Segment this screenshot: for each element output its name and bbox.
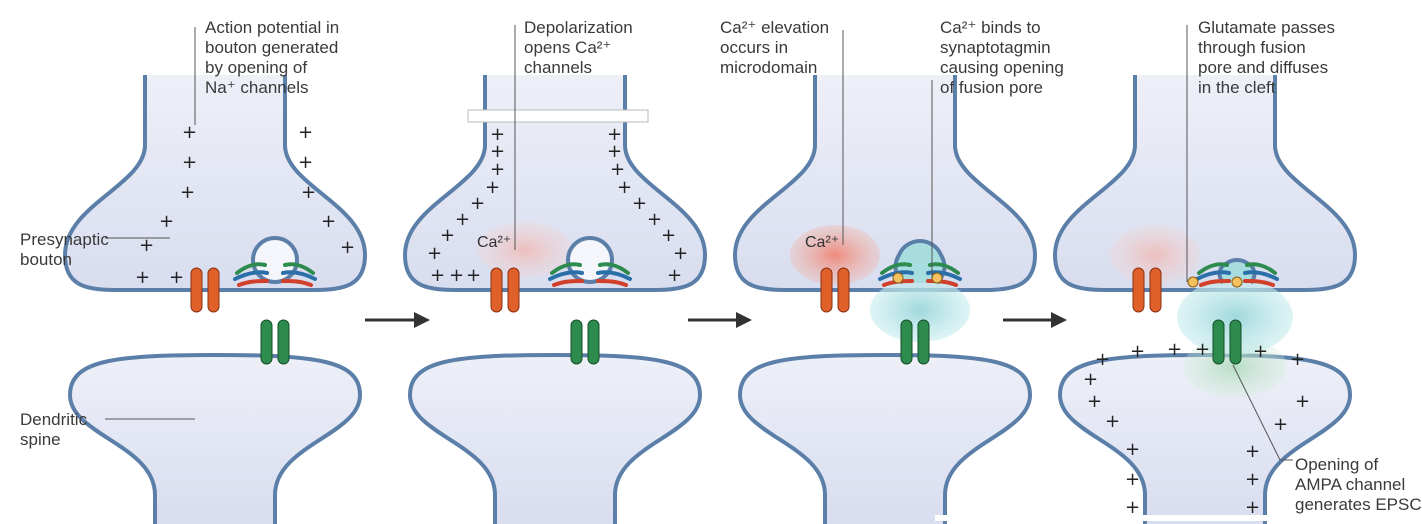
panel-4: +++ +++ +++ +++ +++ ++ [935, 25, 1357, 524]
label-ca-elevation: Ca²⁺ elevation occurs in microdomain [720, 18, 830, 77]
label-dendritic-spine: Dendritic spine [20, 410, 88, 449]
svg-text:+: + [139, 235, 154, 256]
vesicle-icon [566, 236, 614, 284]
label-presynaptic-bouton: Presynaptic bouton [20, 230, 109, 269]
svg-text:+: + [1125, 469, 1140, 490]
svg-text:+: + [1083, 369, 1098, 390]
svg-text:+: + [1125, 497, 1140, 518]
svg-text:+: + [1290, 349, 1305, 370]
svg-text:+: + [180, 182, 195, 203]
svg-text:+: + [1245, 441, 1260, 462]
svg-text:+: + [485, 177, 500, 198]
panel-3: Ca²⁺ [733, 30, 1037, 524]
svg-text:+: + [182, 122, 197, 143]
svg-text:+: + [1295, 391, 1310, 412]
label-depolarization: Depolarization opens Ca²⁺ channels [524, 18, 633, 77]
dendritic-spine [68, 353, 362, 524]
svg-text:+: + [321, 211, 336, 232]
glutamate-cloud [1177, 279, 1293, 355]
svg-text:+: + [647, 209, 662, 230]
svg-text:+: + [610, 159, 625, 180]
svg-text:+: + [301, 182, 316, 203]
arrow-right-icon [365, 312, 430, 328]
svg-text:+: + [1105, 411, 1120, 432]
svg-text:+: + [135, 267, 150, 288]
svg-text:+: + [490, 124, 505, 145]
svg-text:+: + [1130, 341, 1145, 362]
svg-text:+: + [1167, 339, 1182, 360]
label-glutamate: Glutamate passes through fusion pore and… [1198, 18, 1336, 97]
ca-label: Ca²⁺ [805, 234, 839, 251]
svg-text:+: + [182, 152, 197, 173]
svg-text:+: + [1245, 497, 1260, 518]
svg-text:+: + [455, 209, 470, 230]
panel-1: +++ +++ +++ +++ [63, 27, 367, 524]
svg-text:+: + [490, 141, 505, 162]
svg-text:+: + [169, 267, 184, 288]
svg-text:+: + [617, 177, 632, 198]
calcium-microdomain [790, 225, 880, 285]
plus-charges: +++ +++ +++ +++ [135, 122, 355, 288]
svg-text:+: + [490, 159, 505, 180]
svg-text:+: + [1273, 414, 1288, 435]
svg-text:+: + [667, 265, 682, 286]
svg-text:+: + [340, 237, 355, 258]
svg-text:+: + [449, 265, 464, 286]
synaptotagmin-icon [892, 272, 904, 284]
svg-text:+: + [632, 193, 647, 214]
svg-text:+: + [673, 243, 688, 264]
glutamate-cloud [870, 278, 970, 342]
svg-text:+: + [1245, 469, 1260, 490]
arrow-right-icon [688, 312, 752, 328]
ca-label: Ca²⁺ [477, 234, 511, 251]
svg-text:+: + [607, 141, 622, 162]
panel-2: Ca²⁺ +++ +++ +++ ++ +++ +++ +++ [403, 25, 707, 524]
label-action-potential: Action potential in bouton generated by … [205, 18, 340, 97]
svg-text:+: + [440, 225, 455, 246]
calcium-microdomain [477, 222, 573, 278]
svg-text:+: + [1125, 439, 1140, 460]
calcium-microdomain [1110, 225, 1200, 285]
svg-text:+: + [430, 265, 445, 286]
label-ca-binds: Ca²⁺ binds to synaptotagmin causing open… [940, 18, 1064, 97]
vesicle-icon [251, 236, 299, 284]
svg-text:+: + [607, 124, 622, 145]
glutamate-diffusion-cloud [1183, 337, 1287, 397]
svg-text:+: + [1195, 339, 1210, 360]
svg-text:+: + [661, 225, 676, 246]
label-ampa-epsc: Opening of AMPA channel generates EPSC [1295, 455, 1422, 514]
synaptotagmin-icon [931, 272, 943, 284]
svg-text:+: + [466, 265, 481, 286]
svg-text:+: + [298, 122, 313, 143]
svg-text:+: + [1087, 391, 1102, 412]
synaptotagmin-icon [1231, 276, 1243, 288]
svg-text:+: + [298, 152, 313, 173]
svg-text:+: + [159, 211, 174, 232]
svg-text:+: + [470, 193, 485, 214]
svg-text:+: + [427, 243, 442, 264]
synaptotagmin-icon [1187, 276, 1199, 288]
svg-text:+: + [1253, 341, 1268, 362]
arrow-right-icon [1003, 312, 1067, 328]
svg-text:+: + [1095, 349, 1110, 370]
presynaptic-bouton [63, 73, 367, 292]
